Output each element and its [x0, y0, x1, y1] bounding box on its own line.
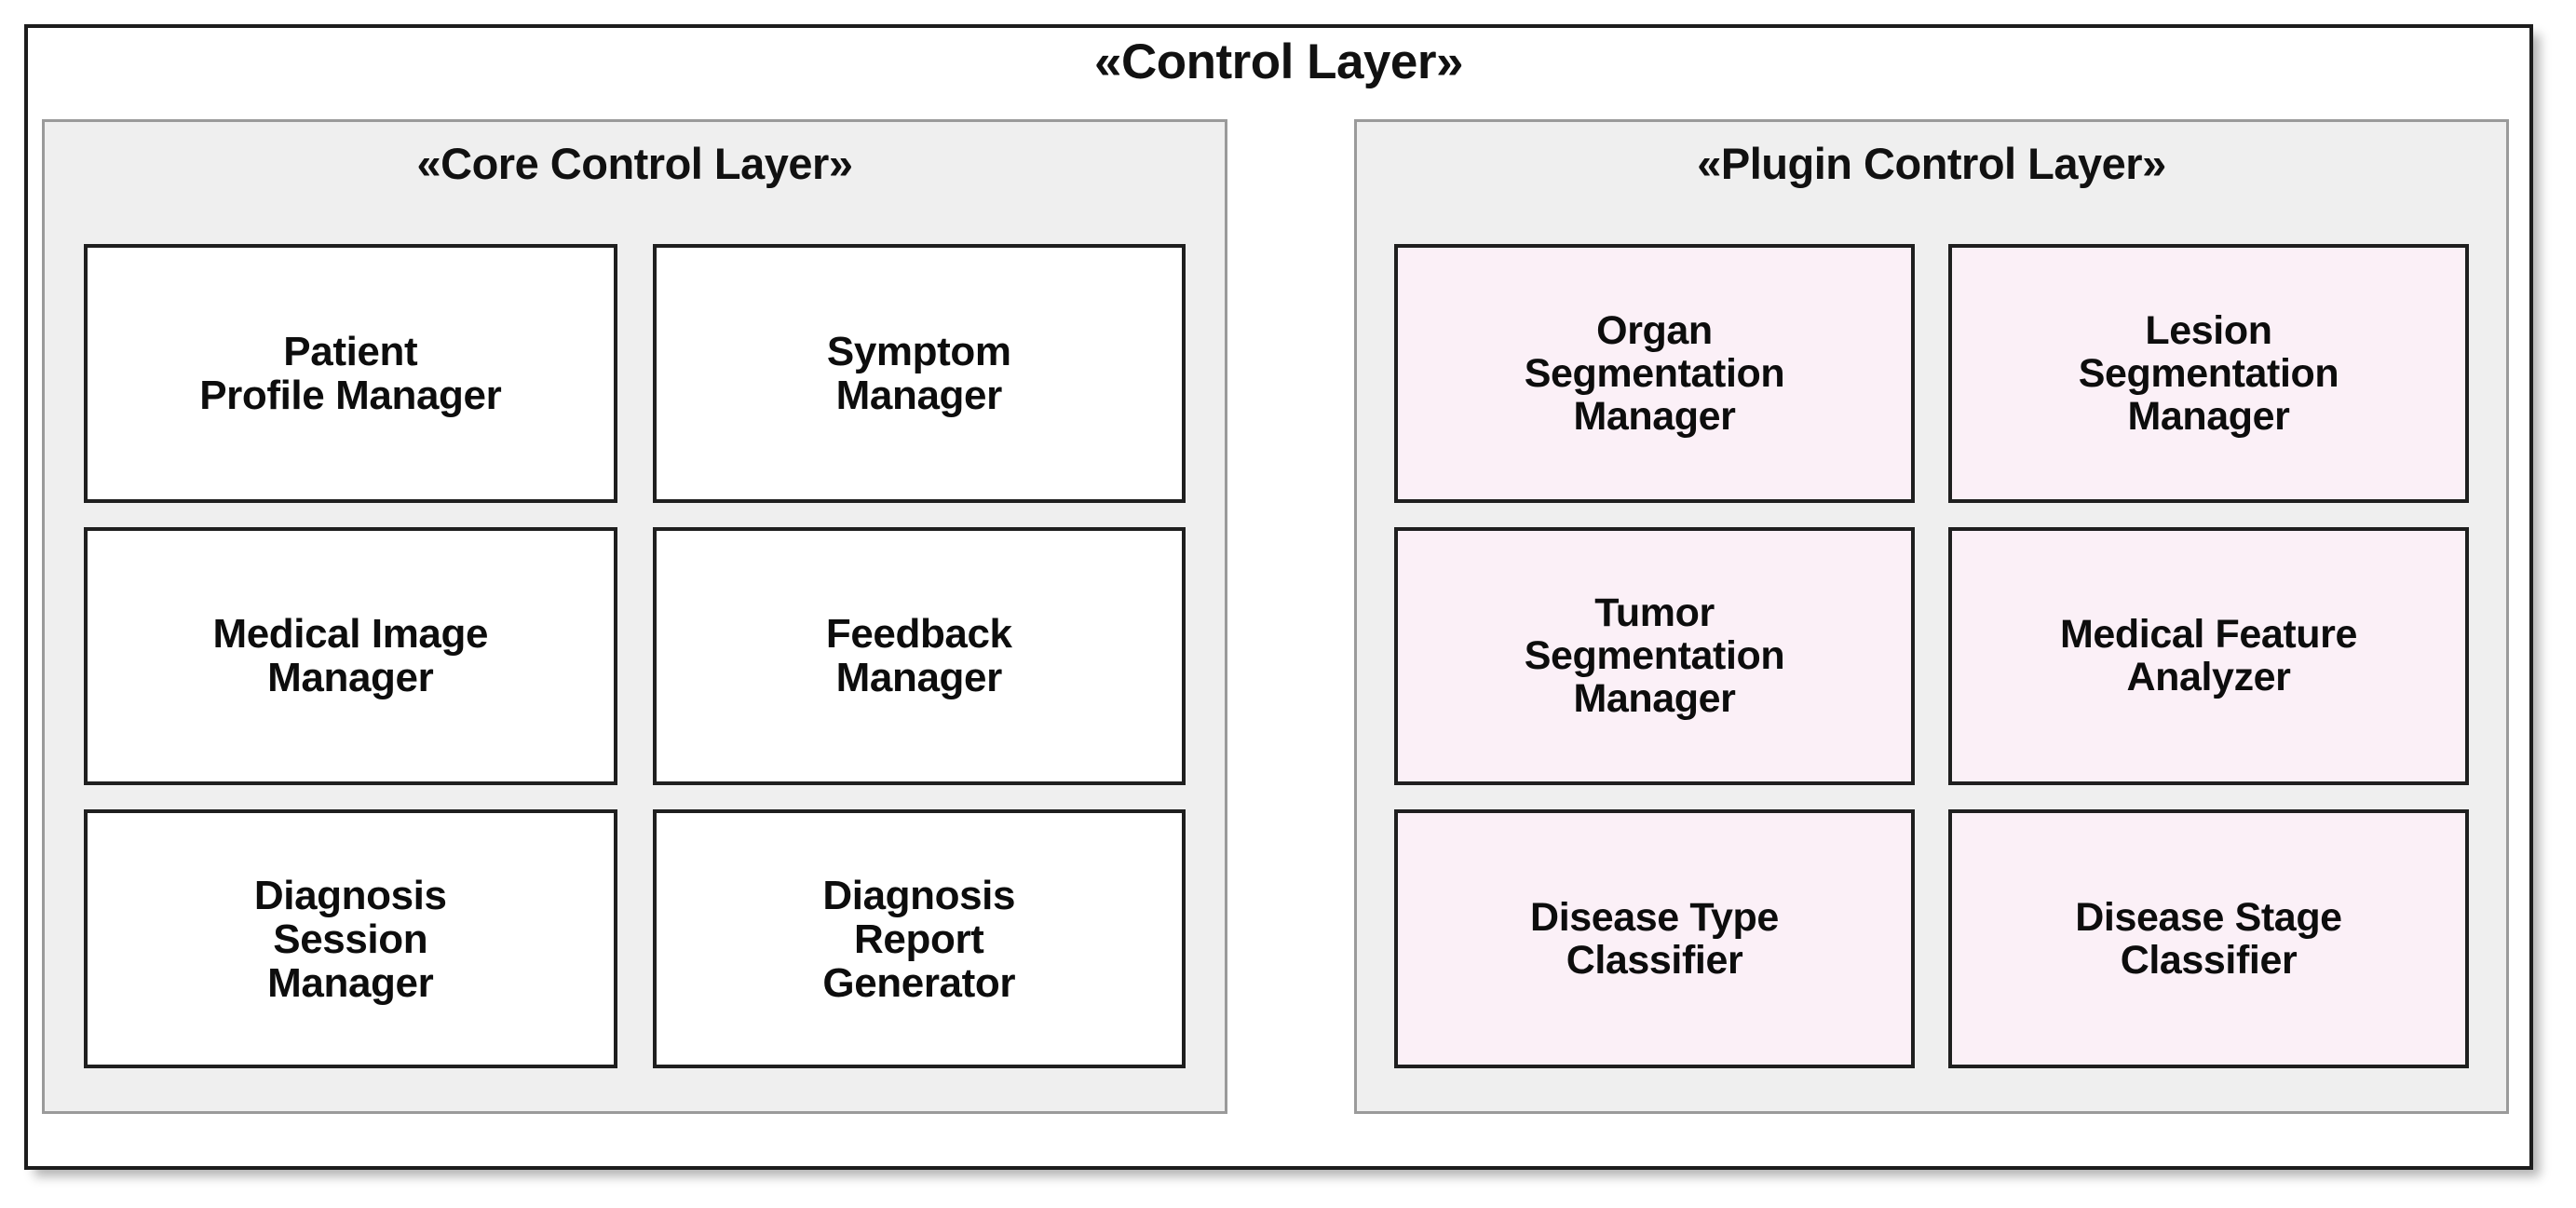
component-box-disease-type-classifier[interactable]: Disease Type Classifier [1394, 809, 1915, 1068]
component-label: Disease Stage Classifier [2075, 895, 2342, 984]
component-box-symptom-manager[interactable]: Symptom Manager [652, 244, 1186, 503]
component-label: Symptom Manager [826, 328, 1011, 418]
component-label: Tumor Segmentation Manager [1524, 590, 1785, 722]
component-label: Feedback Manager [825, 611, 1012, 701]
component-box-lesion-segmentation-manager[interactable]: Lesion Segmentation Manager [1948, 244, 2469, 503]
core-control-layer-panel: «Core Control Layer» Patient Profile Man… [42, 119, 1227, 1114]
component-box-tumor-segmentation-manager[interactable]: Tumor Segmentation Manager [1394, 526, 1915, 786]
plugin-control-layer-panel: «Plugin Control Layer» Organ Segmentatio… [1354, 119, 2509, 1114]
component-box-medical-feature-analyzer[interactable]: Medical Feature Analyzer [1948, 526, 2469, 786]
component-box-diagnosis-session-manager[interactable]: Diagnosis Session Manager [84, 809, 617, 1068]
component-label: Medical Feature Analyzer [2060, 612, 2357, 700]
component-label: Diagnosis Report Generator [822, 872, 1016, 1006]
component-box-organ-segmentation-manager[interactable]: Organ Segmentation Manager [1394, 244, 1915, 503]
component-box-disease-stage-classifier[interactable]: Disease Stage Classifier [1948, 809, 2469, 1068]
component-box-feedback-manager[interactable]: Feedback Manager [652, 526, 1186, 786]
control-layer-title: «Control Layer» [1093, 34, 1464, 89]
control-layer-container: «Control Layer» «Core Control Layer» Pat… [24, 24, 2533, 1170]
core-control-layer-grid: Patient Profile Manager Symptom Manager … [45, 231, 1225, 1111]
plugin-control-layer-title: «Plugin Control Layer» [1697, 139, 2166, 188]
component-label: Diagnosis Session Manager [253, 872, 447, 1006]
component-box-patient-profile-manager[interactable]: Patient Profile Manager [84, 244, 617, 503]
component-label: Lesion Segmentation Manager [2078, 307, 2339, 439]
component-label: Disease Type Classifier [1530, 895, 1779, 984]
component-label: Patient Profile Manager [199, 328, 502, 418]
plugin-control-layer-grid: Organ Segmentation Manager Lesion Segmen… [1357, 231, 2506, 1111]
component-box-diagnosis-report-generator[interactable]: Diagnosis Report Generator [652, 809, 1186, 1068]
core-control-layer-title: «Core Control Layer» [416, 139, 853, 188]
component-label: Medical Image Manager [212, 611, 489, 701]
component-box-medical-image-manager[interactable]: Medical Image Manager [84, 526, 617, 786]
component-label: Organ Segmentation Manager [1524, 307, 1785, 439]
